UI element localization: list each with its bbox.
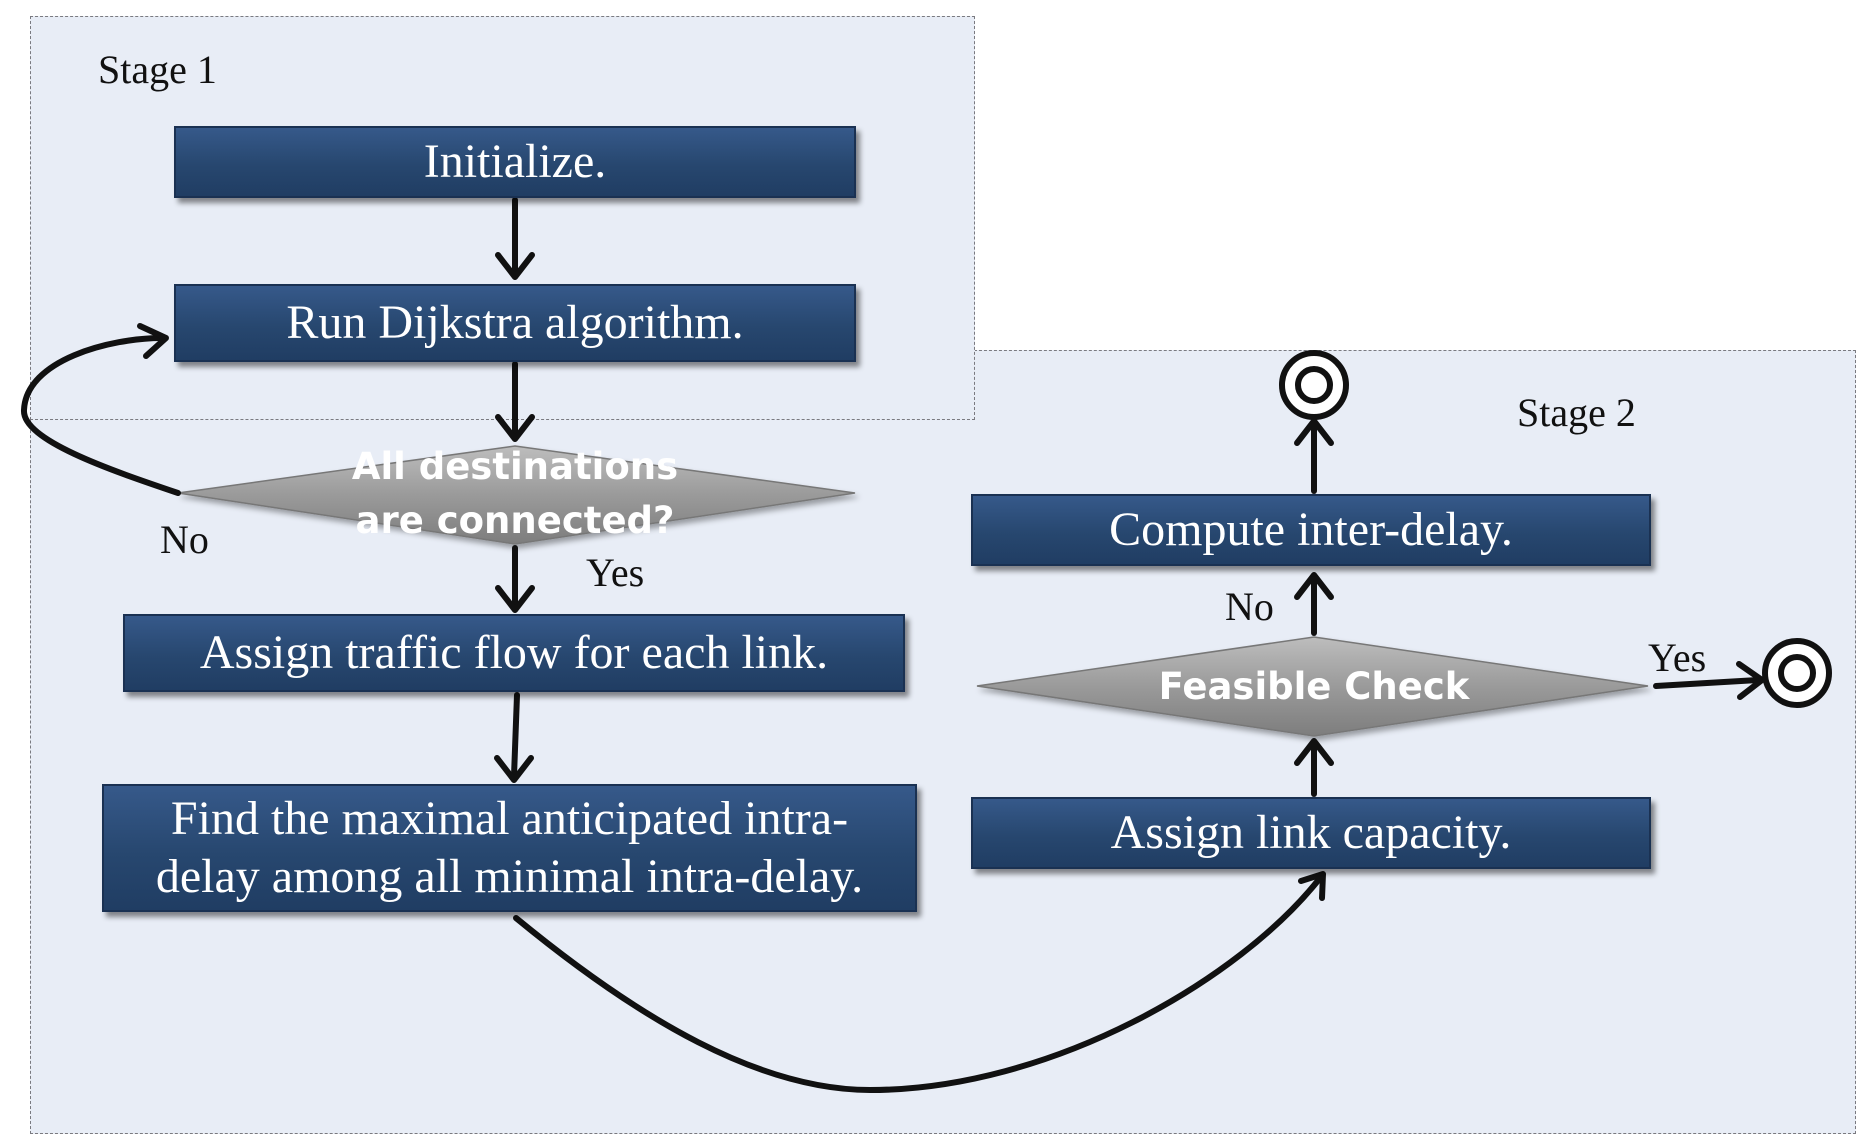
arrowhead-feasible-yes-right xyxy=(1736,661,1765,700)
decision-all-connected-label: All destinations are connected? xyxy=(315,440,715,548)
step-find-maximal-line1: Find the maximal anticipated intra- xyxy=(170,792,849,845)
edge-label-no-left: No xyxy=(160,517,209,562)
step-assign-capacity: Assign link capacity. xyxy=(971,797,1651,869)
arrowhead-init-to-dijkstra xyxy=(495,252,535,280)
stage-2-title: Stage 2 xyxy=(1517,390,1636,435)
step-assign-traffic: Assign traffic flow for each link. xyxy=(123,614,905,692)
arrowhead-compute-to-end xyxy=(1294,418,1334,446)
stage-1-title: Stage 1 xyxy=(98,47,217,92)
arrow-traffic-to-findmax xyxy=(511,692,520,779)
step-find-maximal-line2: delay among all minimal intra-delay. xyxy=(155,850,864,903)
edge-label-yes-right: Yes xyxy=(1648,635,1707,680)
step-compute-inter-delay: Compute inter-delay. xyxy=(971,494,1651,566)
decision-feasible-check xyxy=(976,636,1649,737)
arrow-findmax-to-capacity xyxy=(513,875,1323,1093)
step-initialize: Initialize. xyxy=(174,126,856,198)
end-terminal-right xyxy=(1762,638,1832,708)
arrowhead-decision-yes-down xyxy=(495,585,535,613)
step-run-dijkstra: Run Dijkstra algorithm. xyxy=(174,284,856,362)
arrowhead-decision-no-loop xyxy=(137,323,169,359)
arrow-decision-no-loop xyxy=(21,335,181,496)
arrowhead-dijkstra-to-decision xyxy=(495,414,535,442)
edge-label-no-up: No xyxy=(1225,584,1274,629)
edge-label-yes-down: Yes xyxy=(586,550,645,595)
arrowhead-feasible-no-up xyxy=(1294,572,1334,600)
arrow-feasible-yes-right xyxy=(1653,677,1761,689)
arrowhead-traffic-to-findmax xyxy=(494,755,534,783)
arrowhead-findmax-to-capacity xyxy=(1298,871,1326,901)
step-find-maximal: Find the maximal anticipated intra- dela… xyxy=(102,784,917,912)
decision-all-connected-line1: All destinations xyxy=(351,445,679,488)
decision-feasible-label: Feasible Check xyxy=(1158,665,1470,708)
decision-all-connected xyxy=(177,445,856,545)
decision-all-connected-line2: are connected? xyxy=(355,499,675,542)
arrowhead-capacity-to-feasible xyxy=(1294,738,1334,766)
end-terminal-top xyxy=(1279,350,1349,420)
